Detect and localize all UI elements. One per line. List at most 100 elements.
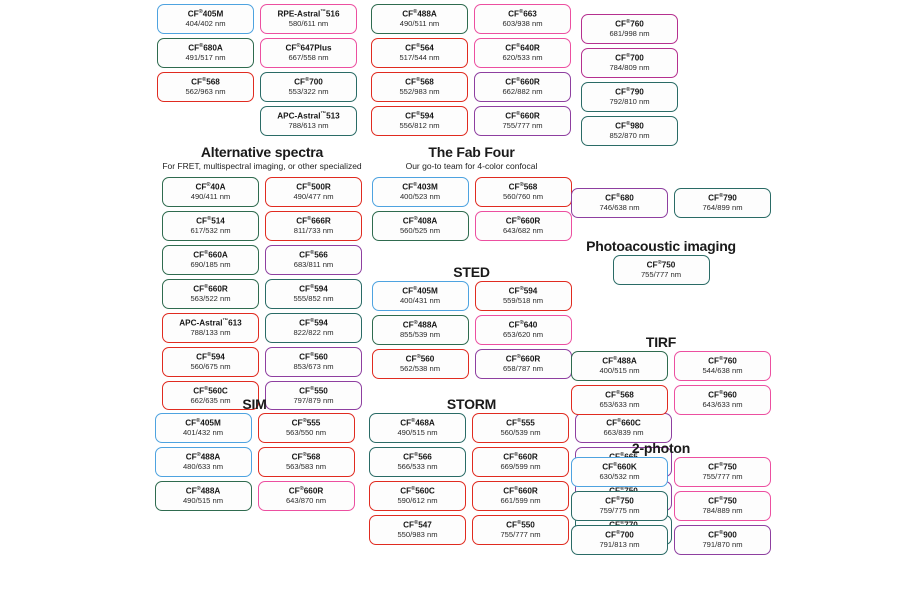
dye-wavelength: 559/518 nm — [502, 296, 544, 306]
trademark-mark: ® — [616, 193, 621, 199]
dye-wavelength: 746/638 nm — [599, 203, 640, 213]
dye-brand: CF — [405, 111, 417, 121]
dye-name: CF®960 — [678, 390, 767, 400]
dye-brand: CF — [196, 352, 208, 362]
dye-wavelength: 560/539 nm — [500, 428, 541, 438]
dye-brand: CF — [615, 121, 627, 131]
dye-name: CF®680A — [161, 43, 250, 53]
trademark-mark: ® — [626, 120, 631, 127]
dye-model: 700 — [309, 77, 323, 87]
dye-wavelength: 662/635 nm — [190, 395, 231, 405]
dye-brand: CF — [193, 284, 205, 294]
dye-brand: CF — [505, 354, 517, 364]
dye-model: 660K — [617, 462, 637, 472]
dye-brand: CF — [505, 111, 517, 121]
dye-name: CF®550 — [269, 386, 358, 396]
dye-model: 660A — [208, 250, 228, 260]
dye-model: 980 — [630, 121, 644, 131]
dye-model: 660R — [303, 486, 324, 496]
dye-model: 594 — [523, 286, 538, 296]
dye-wavelength: 784/889 nm — [702, 506, 743, 516]
dye-name: CF®663 — [478, 9, 567, 19]
dye-model: 666R — [311, 216, 331, 226]
dye-name: CF®594 — [166, 352, 255, 362]
dye-name: CF®594 — [479, 286, 568, 296]
dye-wavelength: 553/322 nm — [288, 86, 329, 96]
